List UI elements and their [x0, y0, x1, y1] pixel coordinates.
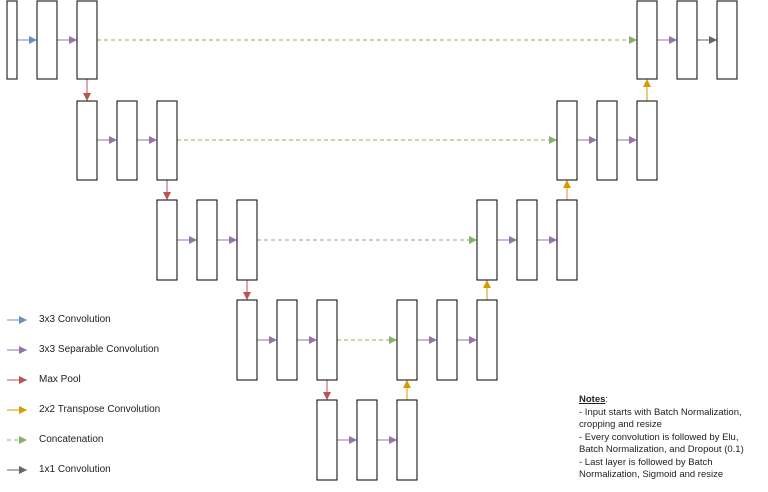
enc3-pool-block [156, 199, 178, 281]
enc1-conv-block [36, 0, 58, 80]
dec1-concat-block [636, 0, 658, 80]
enc4-pool-block [236, 299, 258, 381]
connections [17, 36, 717, 444]
legend-label-max_pool: Max Pool [39, 374, 81, 385]
dec4-sepconv2-block [476, 299, 498, 381]
notes-title: Notes [579, 394, 606, 405]
output-block [716, 0, 738, 80]
notes-box: Notes: - Input starts with Batch Normali… [579, 394, 764, 482]
bottleneck-sepconv2-block [396, 399, 418, 481]
bottleneck-pool-block [316, 399, 338, 481]
enc3-sepconv2-block [236, 199, 258, 281]
notes-title-colon: : [605, 394, 609, 405]
legend-label-conv3x3: 3x3 Convolution [39, 314, 111, 325]
legend-swatches [7, 316, 27, 474]
enc4-sepconv1-block [276, 299, 298, 381]
dec3-sepconv2-block [556, 199, 578, 281]
feature-map-blocks [6, 0, 738, 481]
legend-label-sep_conv: 3x3 Separable Convolution [39, 344, 160, 355]
legend-label-concat: Concatenation [39, 434, 104, 445]
dec2-sepconv1-block [596, 100, 618, 181]
dec4-sepconv1-block [436, 299, 458, 381]
dec2-sepconv2-block [636, 100, 658, 181]
enc3-sepconv1-block [196, 199, 218, 281]
input-block [6, 0, 18, 80]
enc2-sepconv2-block [156, 100, 178, 181]
dec2-concat-block [556, 100, 578, 181]
enc2-pool-block [76, 100, 98, 181]
dec3-sepconv1-block [516, 199, 538, 281]
legend-label-transpose_conv: 2x2 Transpose Convolution [39, 404, 161, 415]
enc2-sepconv1-block [116, 100, 138, 181]
enc1-sepconv-block [76, 0, 98, 80]
note-line-1: - Input starts with Batch Normalization,… [579, 406, 742, 431]
legend-label-conv1x1: 1x1 Convolution [39, 464, 111, 475]
note-line-2: - Every convolution is followed by Elu, … [579, 431, 744, 456]
dec3-concat-block [476, 199, 498, 281]
enc4-sepconv2-block [316, 299, 338, 381]
dec1-sepconv-block [676, 0, 698, 80]
dec4-concat-block [396, 299, 418, 381]
bottleneck-sepconv1-block [356, 399, 378, 481]
note-line-3: - Last layer is followed by Batch Normal… [579, 456, 724, 481]
